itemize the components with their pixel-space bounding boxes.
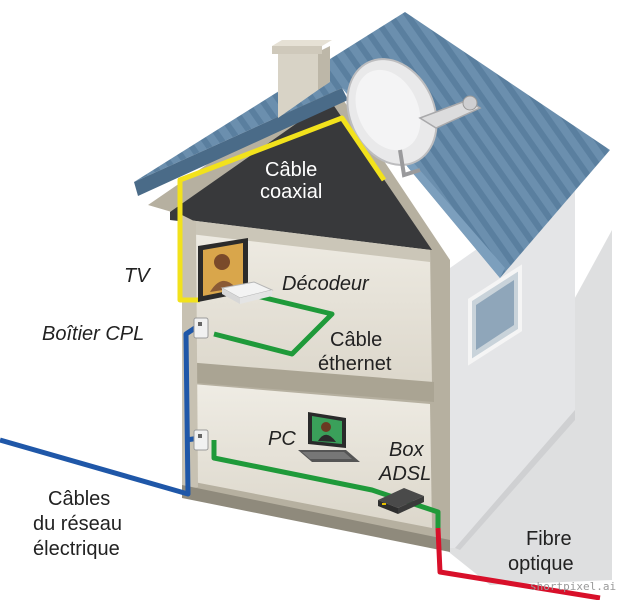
side-wall bbox=[440, 180, 575, 548]
label-cable-coaxial-2: coaxial bbox=[260, 181, 322, 203]
label-cables-reseau-2: du réseau bbox=[33, 513, 122, 535]
label-box-adsl-1: Box bbox=[389, 439, 424, 461]
label-decodeur: Décodeur bbox=[282, 273, 370, 295]
label-box-adsl-2: ADSL bbox=[378, 463, 431, 485]
satellite-dish-icon bbox=[346, 58, 482, 178]
watermark: shortpixel.ai bbox=[530, 580, 616, 593]
side-window bbox=[468, 264, 522, 366]
cpl-adapter-lower-icon bbox=[193, 429, 209, 451]
cpl-adapter-upper-icon bbox=[193, 317, 209, 339]
chimney bbox=[272, 40, 332, 118]
side-wall-shade bbox=[455, 410, 575, 550]
house-frame bbox=[148, 80, 450, 552]
fiber-cable bbox=[435, 527, 601, 601]
coax-cable bbox=[177, 115, 387, 303]
label-cables-reseau-1: Câbles bbox=[48, 488, 110, 510]
label-cables-reseau-3: électrique bbox=[33, 538, 120, 560]
label-cable-ethernet-1: Câble bbox=[330, 329, 382, 351]
label-fibre-1: Fibre bbox=[526, 528, 572, 550]
label-pc: PC bbox=[268, 428, 296, 450]
decoder-icon bbox=[220, 281, 274, 304]
laptop-pc-icon bbox=[298, 412, 360, 462]
box-adsl-icon bbox=[378, 488, 424, 514]
ethernet-cable-upper bbox=[213, 289, 335, 357]
power-cable bbox=[0, 323, 200, 497]
label-cable-ethernet-2: éthernet bbox=[318, 353, 392, 375]
label-cable-coaxial-1: Câble bbox=[265, 159, 317, 181]
label-tv: TV bbox=[124, 265, 151, 287]
label-fibre-2: optique bbox=[508, 553, 574, 575]
label-boitier-cpl: Boîtier CPL bbox=[42, 323, 144, 345]
ethernet-cable-lower bbox=[211, 440, 441, 528]
